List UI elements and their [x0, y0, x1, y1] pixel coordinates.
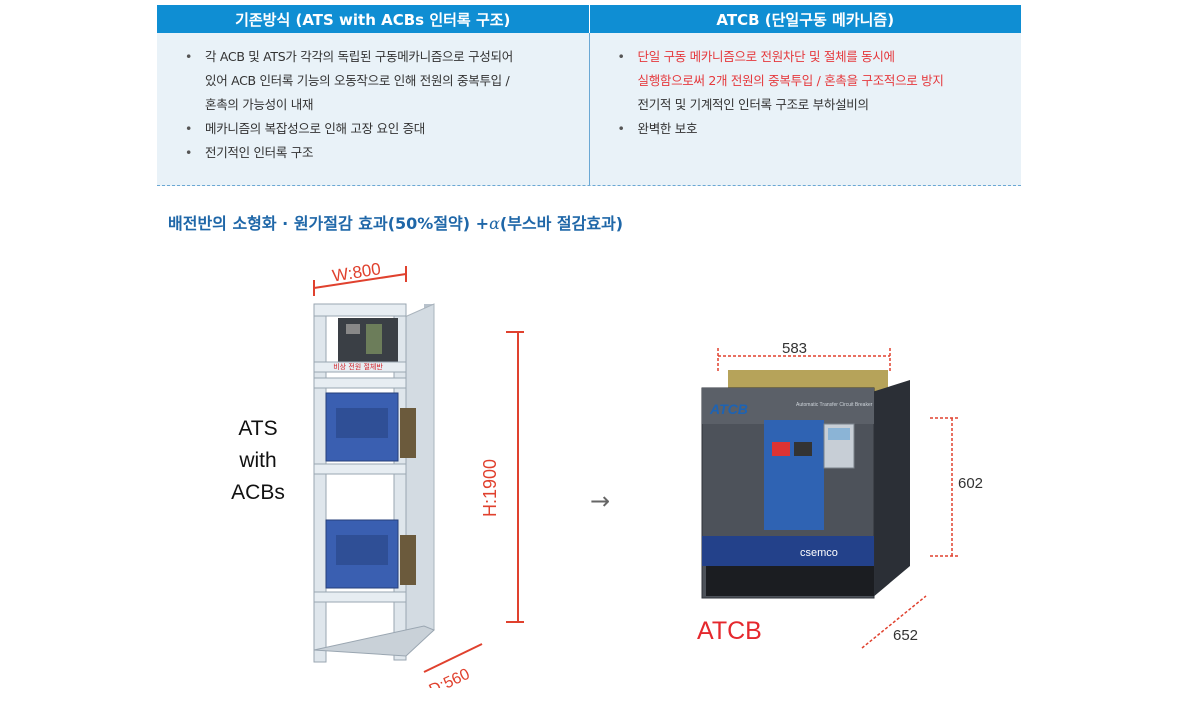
upper-acb-terminal [400, 408, 416, 458]
atcb-top-wiring [728, 370, 888, 392]
atcb-front-brand: ATCB [709, 401, 748, 417]
comparison-body: 각 ACB 및 ATS가 각각의 독립된 구동메카니즘으로 구성되어 있어 AC… [157, 33, 1021, 186]
right-column: 단일 구동 메카니즘으로 전원차단 및 절체를 동시에 실행함으로써 2개 전원… [588, 33, 1022, 185]
atcb-side [872, 380, 910, 598]
comparison-header: 기존방식 (ATS with ACBs 인터록 구조) ATCB (단일구동 메… [157, 5, 1021, 33]
right-bullet-2: 완벽한 보호 [616, 117, 1022, 141]
width-dimension-line [313, 273, 407, 289]
atcb-stripe [702, 536, 874, 566]
subtitle-tail: (부스바 절감효과) [499, 214, 624, 233]
atcb-height-label: 602 [958, 475, 984, 492]
subtitle-text: 배전반의 소형화 · 원가절감 효과(50%절약) + [168, 214, 490, 233]
atcb-width-label: 583 [782, 340, 808, 357]
subtitle-alpha: α [489, 214, 500, 233]
atcb-maker-logo: csemco [800, 547, 838, 559]
panel-nameplate: 비상 전원 절체반 [333, 362, 383, 371]
atcb-controller-display [828, 428, 850, 440]
atcb-illustration: ATCB Automatic Transfer Circuit Breaker … [701, 348, 958, 649]
frame-top-bar [313, 303, 407, 317]
atcb-product-label: ATCB [697, 617, 762, 645]
comparison-table: 기존방식 (ATS with ACBs 인터록 구조) ATCB (단일구동 메… [157, 5, 1021, 186]
shelf-3 [313, 463, 407, 475]
left-bullet-1-line-3: 혼촉의 가능성이 내재 [205, 97, 314, 112]
left-header: 기존방식 (ATS with ACBs 인터록 구조) [157, 5, 589, 33]
shelf-4 [313, 591, 407, 603]
arrow-icon: → [590, 487, 611, 515]
depth-dimension-line [423, 643, 483, 673]
left-bullet-1-line-2: 있어 ACB 인터록 기능의 오동작으로 인해 전원의 중복투입 / [205, 73, 510, 88]
atcb-depth-label: 652 [893, 627, 919, 644]
frame-front-left-post [313, 305, 327, 663]
ats-label: ATS with ACBs [222, 413, 294, 509]
depth-dimension-label: D:560 [427, 666, 473, 688]
right-bullet-1-red-line-1: 단일 구동 메카니즘으로 전원차단 및 절체를 동시에 [637, 49, 896, 64]
atcb-indicator-red [772, 442, 790, 456]
lower-acb-face [336, 535, 388, 565]
left-bullet-1: 각 ACB 및 ATS가 각각의 독립된 구동메카니즘으로 구성되어 있어 AC… [183, 45, 589, 117]
lower-acb-terminal [400, 535, 416, 585]
upper-acb-face [336, 408, 388, 438]
control-module-1 [346, 324, 360, 334]
atcb-control-panel [764, 420, 824, 530]
ats-label-line-2: with [239, 449, 277, 472]
atcb-bottom [706, 566, 874, 596]
right-bullet-1-line-3: 전기적 및 기계적인 인터록 구조로 부하설비의 [637, 97, 869, 112]
section-subtitle: 배전반의 소형화 · 원가절감 효과(50%절약) +α(부스바 절감효과) [168, 210, 623, 234]
shelf-1 [313, 361, 407, 373]
shelf-2 [313, 377, 407, 389]
ats-cabinet-illustration: W:800 비상 전원 절체반 H:1900 D:560 [313, 259, 524, 688]
ats-label-line-3: ACBs [231, 481, 285, 504]
atcb-indicator-dark [794, 442, 812, 456]
atcb-front-title: Automatic Transfer Circuit Breaker [796, 402, 873, 408]
left-bullet-3: 전기적인 인터록 구조 [183, 141, 589, 165]
height-dimension-label: H:1900 [480, 459, 500, 517]
atcb-front-top [702, 388, 874, 424]
left-bullet-1-line-1: 각 ACB 및 ATS가 각각의 독립된 구동메카니즘으로 구성되어 [205, 49, 513, 64]
atcb-depth-dimension-line [861, 595, 927, 649]
control-module-2 [366, 324, 382, 354]
left-bullet-2: 메카니즘의 복잡성으로 인해 고장 요인 증대 [183, 117, 589, 141]
ats-label-line-1: ATS [238, 417, 278, 440]
left-column: 각 ACB 및 ATS가 각각의 독립된 구동메카니즘으로 구성되어 있어 AC… [157, 33, 589, 185]
right-bullet-1-red-line-2: 실행함으로써 2개 전원의 중복투입 / 혼촉을 구조적으로 방지 [637, 73, 944, 88]
right-bullet-1: 단일 구동 메카니즘으로 전원차단 및 절체를 동시에 실행함으로써 2개 전원… [616, 45, 1022, 117]
width-dimension-label: W:800 [331, 259, 382, 285]
right-header: ATCB (단일구동 메카니즘) [588, 5, 1021, 33]
frame-base [313, 625, 435, 657]
